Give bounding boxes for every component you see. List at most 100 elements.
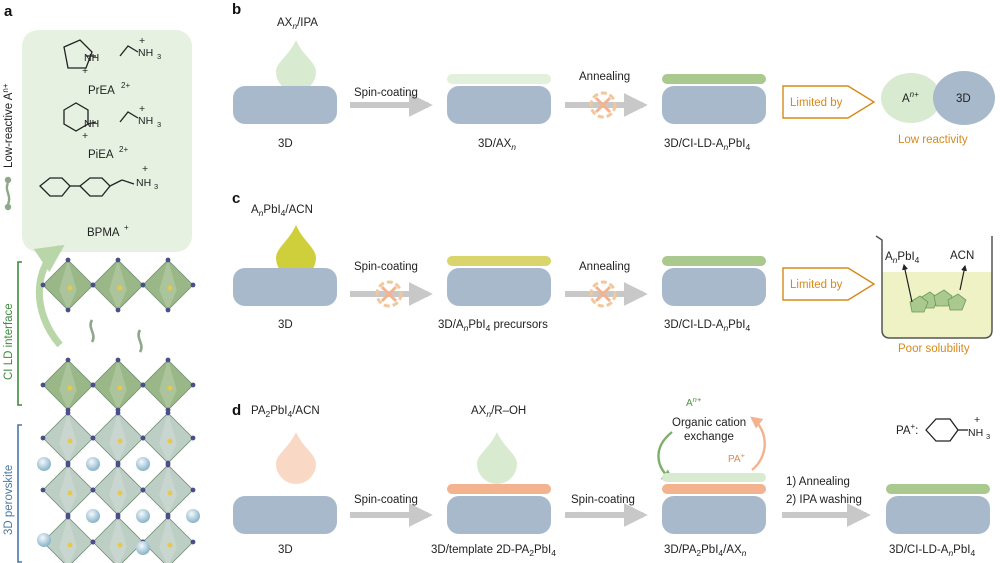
panel-label-b: b bbox=[232, 1, 241, 18]
b-anneal-label: Annealing bbox=[579, 71, 630, 83]
perovskite-octahedron bbox=[140, 514, 196, 563]
a-site-cation bbox=[86, 509, 100, 523]
linker-icon bbox=[4, 176, 12, 211]
perovskite-lattice bbox=[37, 257, 200, 563]
perovskite-bracket bbox=[17, 424, 22, 563]
d-drop1-label: PA2PbI4/ACN bbox=[251, 405, 320, 419]
insertion-arrow bbox=[33, 244, 65, 348]
piea-label: PiEA bbox=[88, 149, 114, 161]
c-blocked-icon-2 bbox=[589, 280, 617, 308]
prea-charge: 2+ bbox=[121, 81, 130, 90]
ld-octahedron bbox=[40, 257, 96, 313]
bpma-molecule bbox=[39, 177, 135, 197]
b-film-ax-label: 3D/AXn bbox=[478, 138, 516, 152]
perovskite-octahedron bbox=[40, 410, 96, 466]
b-film-ax bbox=[447, 74, 551, 124]
d-exchange-pa: PA+ bbox=[728, 451, 746, 465]
a-site-cation bbox=[136, 509, 150, 523]
d-pa-plus: + bbox=[974, 414, 980, 426]
side-label-ci-ld: CI LD interface bbox=[3, 303, 15, 380]
piea-plus2: + bbox=[139, 103, 145, 115]
d-film-template-label: 3D/template 2D-PA2PbI4 bbox=[431, 544, 556, 558]
perovskite-octahedron bbox=[90, 514, 146, 563]
side-label-3d-perovskite: 3D perovskite bbox=[3, 465, 15, 535]
panel-label-c: c bbox=[232, 190, 240, 207]
d-exchange-arrow-in bbox=[657, 431, 674, 482]
d-exchange-line2: exchange bbox=[684, 431, 734, 443]
c-film-ld bbox=[662, 256, 766, 306]
a-site-cation bbox=[136, 541, 150, 555]
c-anneal-label: Annealing bbox=[579, 261, 630, 273]
d-droplet-1 bbox=[276, 432, 316, 484]
perovskite-octahedron bbox=[90, 462, 146, 518]
organic-linker bbox=[89, 319, 95, 343]
piea-plus: + bbox=[82, 130, 88, 142]
b-caption: Low reactivity bbox=[898, 134, 968, 146]
prea-plus2: + bbox=[139, 35, 145, 47]
b-bubble-an bbox=[881, 73, 941, 123]
d-step1-label: 1) Annealing bbox=[786, 476, 850, 488]
b-bubble-3d bbox=[933, 71, 995, 125]
c-limited-by-label: Limited by bbox=[790, 279, 843, 291]
perovskite-octahedron bbox=[90, 410, 146, 466]
d-film-final bbox=[886, 484, 990, 534]
c-spin-label: Spin-coating bbox=[354, 261, 418, 273]
b-film-3d-label: 3D bbox=[278, 138, 293, 150]
bpma-charge: + bbox=[124, 223, 129, 232]
perovskite-octahedron bbox=[40, 462, 96, 518]
d-droplet-2 bbox=[477, 432, 517, 484]
d-pa-nh3: NH bbox=[968, 427, 983, 439]
b-drop-label: AXn/IPA bbox=[277, 17, 318, 31]
c-beaker bbox=[875, 235, 993, 339]
b-blocked-icon bbox=[589, 91, 617, 119]
prea-plus: + bbox=[82, 65, 88, 77]
a-site-cation bbox=[186, 509, 200, 523]
b-droplet bbox=[276, 40, 316, 92]
c-beaker-left-label: AnPbI4 bbox=[885, 251, 920, 265]
a-site-cation bbox=[37, 457, 51, 471]
prea-nh3: NH bbox=[138, 47, 153, 59]
a-site-cation bbox=[37, 533, 51, 547]
d-exchange-arrow-out bbox=[750, 416, 766, 471]
b-film-ld bbox=[662, 74, 766, 124]
c-film-precursor-label: 3D/AnPbI4 precursors bbox=[438, 319, 548, 333]
prea-3: 3 bbox=[157, 52, 161, 61]
d-film-exchange-label: 3D/PA2PbI4/AXn bbox=[664, 544, 747, 558]
prea-nh: NH bbox=[84, 52, 99, 64]
organic-linker bbox=[137, 329, 143, 353]
perovskite-octahedron bbox=[140, 462, 196, 518]
a-site-cation bbox=[86, 457, 100, 471]
b-film-ld-label: 3D/CI-LD-AnPbI4 bbox=[664, 138, 750, 152]
d-step2-label: 2) IPA washing bbox=[786, 494, 862, 506]
d-film-exchange bbox=[662, 473, 766, 534]
c-film-ld-label: 3D/CI-LD-AnPbI4 bbox=[664, 319, 750, 333]
side-label-low-reactive: Low-reactive An+ bbox=[1, 83, 15, 168]
d-drop2-label: AXn/R–OH bbox=[471, 405, 526, 419]
bpma-3: 3 bbox=[154, 182, 158, 191]
c-limited-by-arrow bbox=[782, 267, 876, 301]
piea-nh: NH bbox=[84, 118, 99, 130]
ld-octahedron bbox=[90, 257, 146, 313]
c-droplet bbox=[276, 225, 316, 278]
d-film-template bbox=[447, 484, 551, 534]
b-bubble-an-label: An+ bbox=[902, 90, 919, 105]
panel-label-a: a bbox=[4, 3, 13, 20]
ld-octahedron bbox=[140, 357, 196, 413]
panel-label-d: d bbox=[232, 402, 241, 419]
d-film-3d bbox=[233, 496, 337, 534]
bpma-label: BPMA bbox=[87, 227, 120, 239]
d-pa-label: PA+: bbox=[896, 422, 918, 437]
d-spin1-label: Spin-coating bbox=[354, 494, 418, 506]
ld-bracket bbox=[17, 261, 22, 406]
c-drop-label: AnPbI4/ACN bbox=[251, 204, 313, 218]
a-site-cation bbox=[136, 457, 150, 471]
c-caption: Poor solubility bbox=[898, 343, 970, 355]
piea-nh3: NH bbox=[138, 115, 153, 127]
bpma-nh3: NH bbox=[136, 177, 151, 189]
piea-3: 3 bbox=[157, 120, 161, 129]
ld-octahedron bbox=[40, 357, 96, 413]
perovskite-octahedron bbox=[140, 410, 196, 466]
c-blocked-icon-1 bbox=[375, 280, 403, 308]
d-film-3d-label: 3D bbox=[278, 544, 293, 556]
